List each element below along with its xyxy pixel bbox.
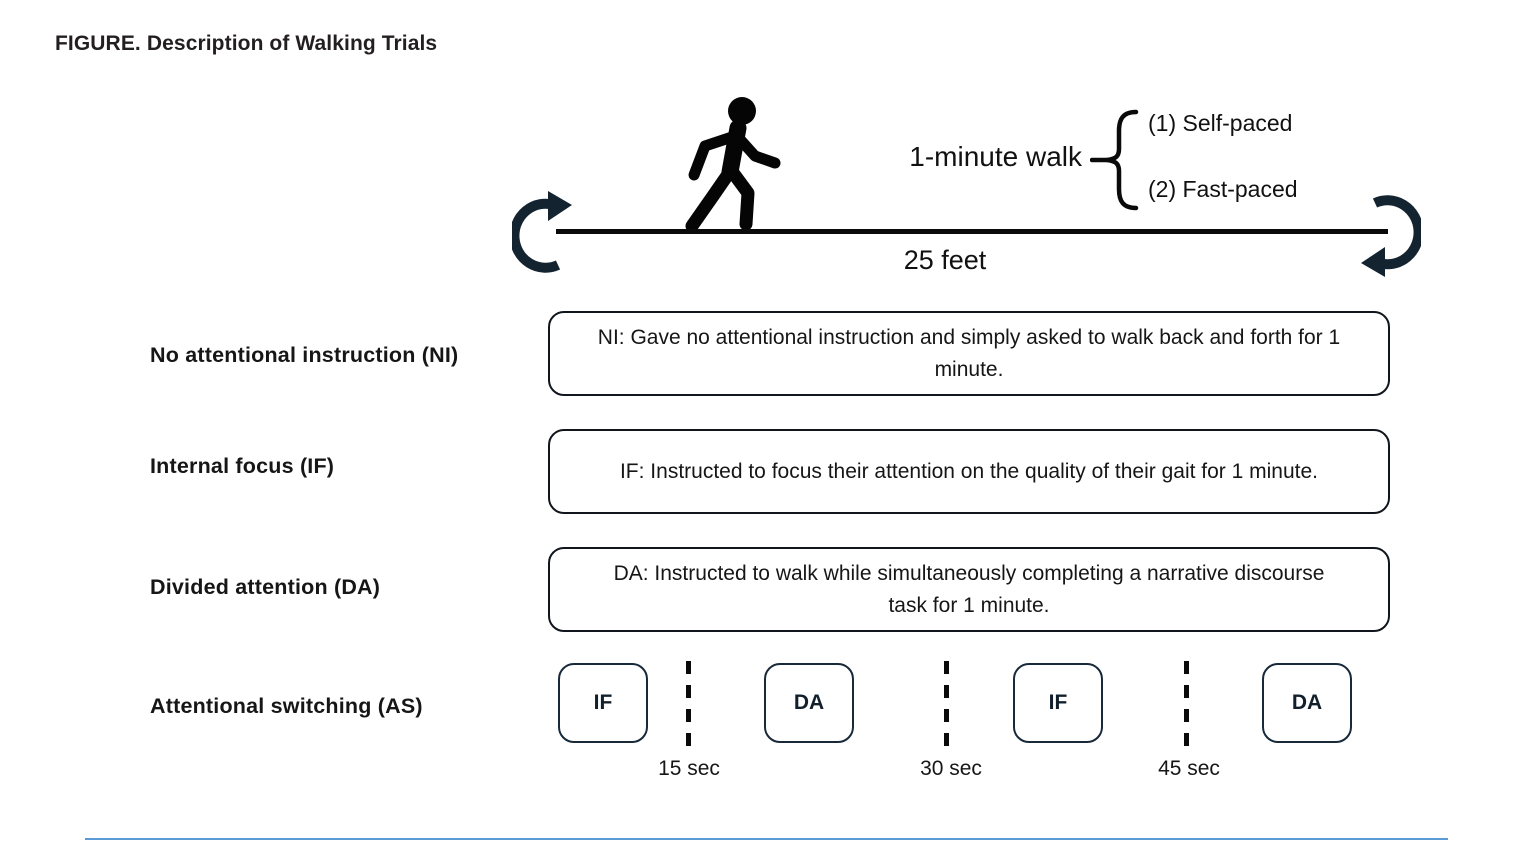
time-marker-45sec: 45 sec [1158, 757, 1220, 780]
pace-option-fast-paced: (2) Fast-paced [1148, 176, 1298, 202]
time-marker-30sec: 30 sec [920, 757, 982, 780]
switch-segment-if-1: IF [558, 663, 648, 743]
time-marker-15sec: 15 sec [658, 757, 720, 780]
switch-segment-da-1: DA [764, 663, 854, 743]
trial-description-da: DA: Instructed to walk while simultaneou… [548, 547, 1390, 632]
turn-around-arrow-right-icon [1357, 189, 1424, 279]
switch-segment-da-2: DA [1262, 663, 1352, 743]
bottom-divider [85, 838, 1448, 840]
segment-divider-30sec [944, 661, 949, 747]
trial-description-if: IF: Instructed to focus their attention … [548, 429, 1390, 514]
trial-label-ni: No attentional instruction (NI) [150, 343, 459, 367]
walk-duration-label: 1-minute walk [909, 141, 1082, 172]
figure-title: FIGURE.Description of Walking Trials [55, 32, 437, 56]
segment-divider-45sec [1184, 661, 1189, 747]
walkway-line [556, 229, 1388, 234]
trial-label-as: Attentional switching (AS) [150, 694, 423, 718]
pace-option-self-paced: (1) Self-paced [1148, 110, 1293, 136]
figure-title-prefix: FIGURE. [55, 32, 141, 55]
switch-segment-if-2: IF [1013, 663, 1103, 743]
trial-description-ni: NI: Gave no attentional instruction and … [548, 311, 1390, 396]
walking-person-icon [683, 96, 788, 234]
turn-around-arrow-left-icon [509, 189, 576, 279]
distance-label: 25 feet [903, 245, 987, 275]
segment-divider-15sec [686, 661, 691, 747]
trial-label-if: Internal focus (IF) [150, 454, 335, 478]
brace-icon [1089, 106, 1140, 214]
figure-title-text: Description of Walking Trials [146, 32, 438, 55]
trial-label-da: Divided attention (DA) [150, 575, 381, 599]
